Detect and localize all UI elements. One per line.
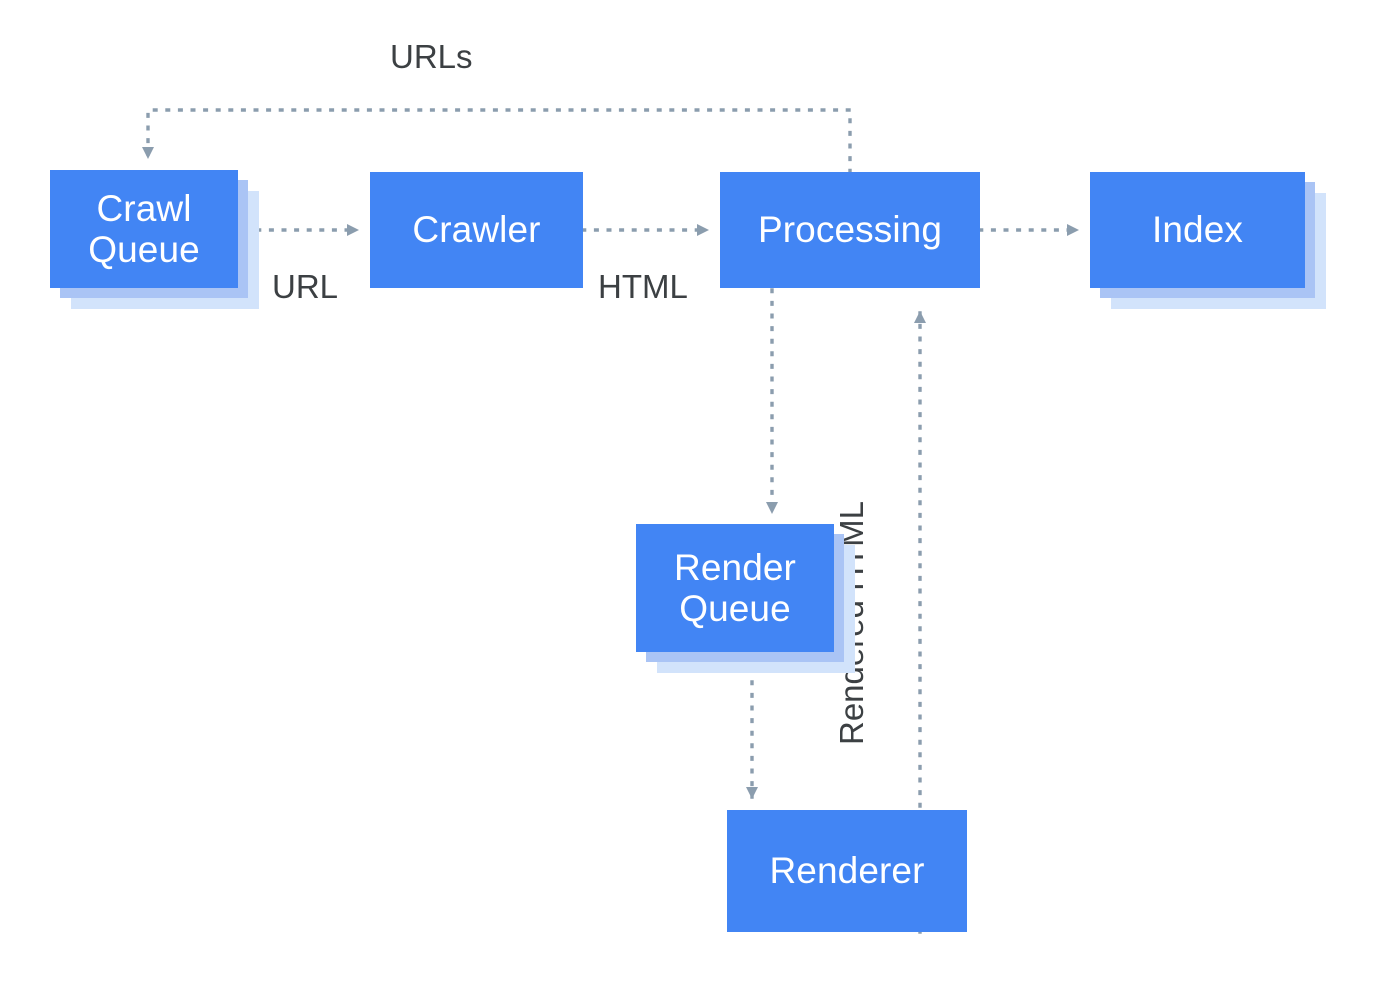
node-renderer-face: Renderer — [727, 810, 967, 932]
node-processing-label: Processing — [757, 209, 943, 251]
node-index-label: Index — [1151, 209, 1243, 251]
node-renderer-label: Renderer — [769, 850, 925, 892]
node-crawl-queue-label: Crawl Queue — [88, 187, 200, 270]
node-render-queue-face: Render Queue — [636, 524, 834, 652]
node-crawler-label: Crawler — [412, 209, 541, 251]
node-render-queue-label: Render Queue — [674, 546, 796, 629]
edge-label-urls: URLs — [390, 38, 473, 75]
edge-label-html: HTML — [598, 268, 688, 305]
node-renderer[interactable]: Renderer — [727, 810, 967, 932]
node-crawl-queue[interactable]: Crawl Queue — [50, 170, 259, 309]
node-crawler[interactable]: Crawler — [370, 172, 583, 288]
node-processing-face: Processing — [720, 172, 980, 288]
node-render-queue[interactable]: Render Queue — [636, 524, 855, 673]
edge-label-url: URL — [272, 268, 339, 305]
node-processing[interactable]: Processing — [720, 172, 980, 288]
node-crawl-queue-face: Crawl Queue — [50, 170, 238, 288]
node-index-face: Index — [1090, 172, 1305, 288]
edge-urls — [142, 108, 852, 174]
node-index[interactable]: Index — [1090, 172, 1326, 309]
node-crawler-face: Crawler — [370, 172, 583, 288]
